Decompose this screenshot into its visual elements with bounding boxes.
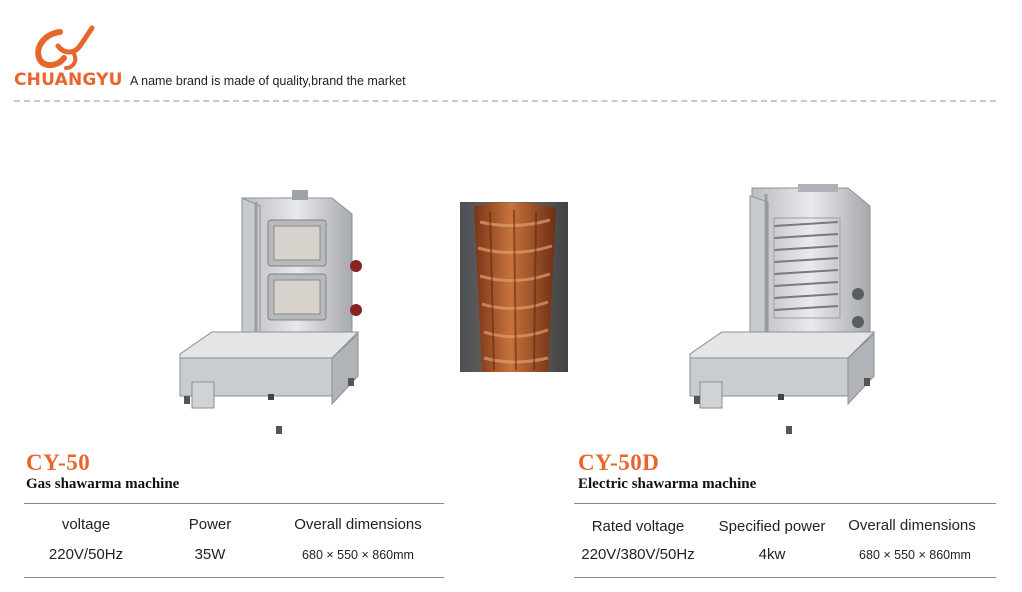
chuangyu-logo-icon xyxy=(35,25,95,70)
spec-value-dimensions: 680 × 550 × 860mm xyxy=(859,548,971,562)
spec-table-top-rule xyxy=(574,503,996,504)
spec-header-rated-voltage: Rated voltage xyxy=(591,518,685,535)
spec-table-bottom-rule xyxy=(574,577,996,578)
product-model: CY-50 xyxy=(26,450,91,475)
spec-value-rated-voltage: 220V/380V/50Hz xyxy=(581,546,695,563)
spec-header-power: Power xyxy=(188,516,232,533)
gas-shawarma-machine-image xyxy=(179,190,362,434)
brand-name: CHUANGYU xyxy=(14,70,123,90)
brand-tagline: A name brand is made of quality,brand th… xyxy=(130,74,406,88)
spec-value-voltage: 220V/50Hz xyxy=(48,546,124,563)
header-divider xyxy=(14,100,996,102)
product-description: Electric shawarma machine xyxy=(578,476,757,492)
product-model: CY-50D xyxy=(578,450,660,475)
spec-header-dimensions: Overall dimensions xyxy=(294,516,422,533)
spec-header-voltage: voltage xyxy=(61,516,111,533)
spec-table-top-rule xyxy=(24,503,444,504)
product-description: Gas shawarma machine xyxy=(26,476,180,492)
electric-shawarma-machine-image xyxy=(689,184,876,434)
spec-value-power: 35W xyxy=(194,546,226,563)
spec-value-dimensions: 680 × 550 × 860mm xyxy=(302,548,414,562)
shawarma-meat-photo xyxy=(460,202,568,372)
spec-header-dimensions: Overall dimensions xyxy=(848,517,976,534)
spec-value-specified-power: 4kw xyxy=(758,546,786,563)
spec-header-specified-power: Specified power xyxy=(718,518,826,535)
spec-table-bottom-rule xyxy=(24,577,444,578)
